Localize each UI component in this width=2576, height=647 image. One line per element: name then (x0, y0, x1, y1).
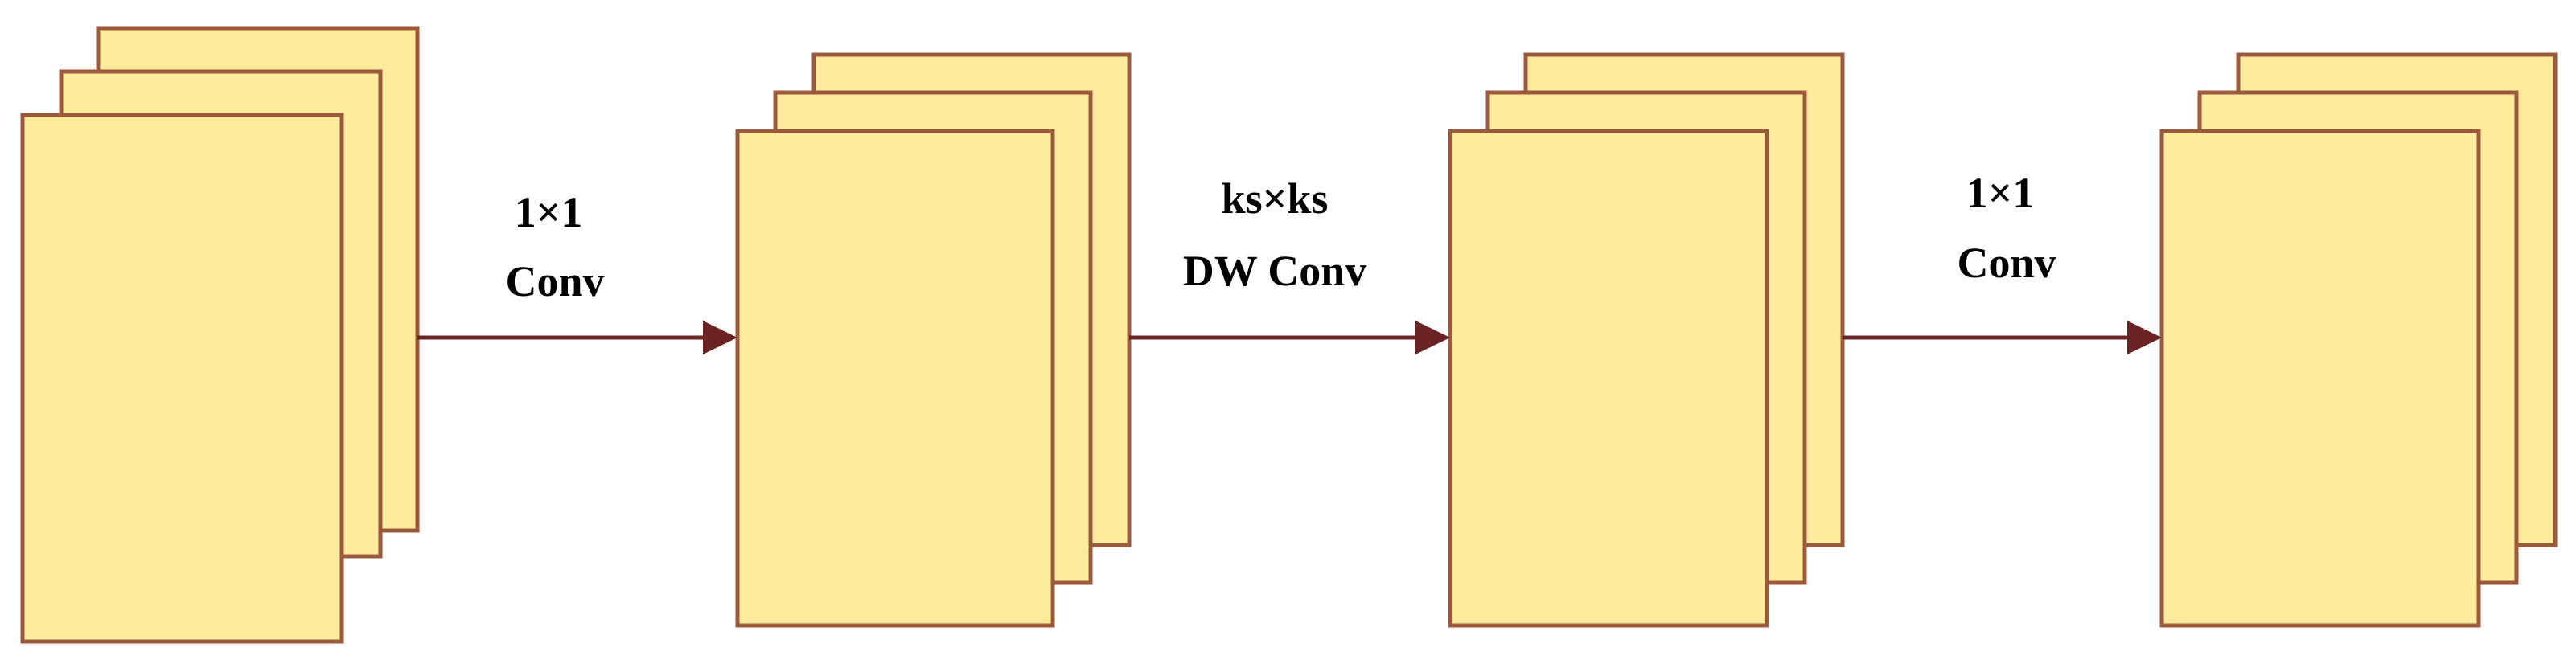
operation-label-line2: Conv (505, 257, 604, 305)
feature-map-sheet-front (2159, 129, 2481, 628)
arrow-head-icon (2127, 321, 2162, 354)
operation-label-line1: ks×ks (1222, 174, 1329, 223)
feature-map-sheet-front (735, 129, 1055, 628)
operation-label-line1: 1×1 (1966, 169, 2035, 217)
arrow-head-icon (1415, 321, 1450, 354)
stage-pointwise-output-feature-maps (735, 52, 1132, 628)
arrow-head-icon (703, 321, 737, 354)
operation-pointwise-conv-2: 1×1 Conv (1843, 169, 2162, 354)
feature-map-sheet-front (20, 113, 344, 644)
operation-depthwise-conv: ks×ks DW Conv (1129, 174, 1450, 354)
operation-label-line2: DW Conv (1183, 247, 1367, 295)
operation-label-line1: 1×1 (515, 188, 583, 236)
operation-pointwise-conv-1: 1×1 Conv (417, 188, 737, 354)
operation-label-line2: Conv (1957, 239, 2056, 287)
stage-input-feature-maps (20, 26, 420, 644)
feature-map-sheet-front (1448, 129, 1769, 628)
stage-depthwise-output-feature-maps (1448, 52, 1845, 628)
stage-output-feature-maps (2159, 52, 2558, 628)
